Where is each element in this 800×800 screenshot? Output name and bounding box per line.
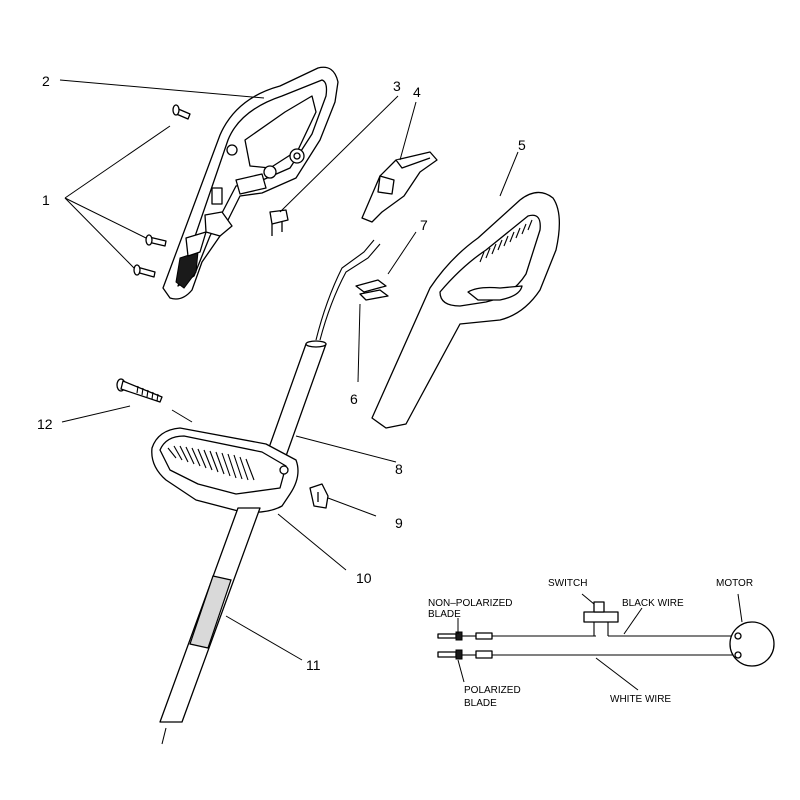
wiring-diagram: SWITCH MOTOR BLACK WIRE NON–POLARIZED BL… xyxy=(428,578,775,709)
callout-3: 3 xyxy=(393,78,401,94)
label-motor: MOTOR xyxy=(716,578,753,589)
handle-cover-ridges xyxy=(479,219,533,263)
motor-symbol xyxy=(729,621,775,667)
auxiliary-handle xyxy=(151,427,299,514)
callout-7: 7 xyxy=(420,217,428,233)
callout-4: 4 xyxy=(413,84,421,100)
label-black-wire: BLACK WIRE xyxy=(622,598,684,609)
screw-bottom xyxy=(133,264,156,278)
lower-tube xyxy=(159,507,261,745)
handle-cover xyxy=(371,191,560,429)
aux-handle-ridges xyxy=(167,445,255,481)
label-switch: SWITCH xyxy=(548,578,587,589)
callout-11: 11 xyxy=(306,657,321,673)
switch-pin xyxy=(269,209,289,236)
screw-middle xyxy=(145,234,167,247)
label-white-wire: WHITE WIRE xyxy=(610,694,671,705)
label-polarized-2: BLADE xyxy=(464,698,497,709)
leader-lines xyxy=(59,79,519,661)
label-polarized-1: POLARIZED xyxy=(464,685,521,696)
callout-9: 9 xyxy=(395,515,403,531)
label-non-polarized-2: BLADE xyxy=(428,609,461,620)
long-bolt xyxy=(116,378,163,403)
switch-symbol xyxy=(583,601,619,636)
screw-top xyxy=(172,104,191,120)
callout-2: 2 xyxy=(42,73,50,89)
trigger xyxy=(361,151,438,223)
callout-5: 5 xyxy=(518,137,526,153)
nut-clip xyxy=(309,483,329,509)
callout-12: 12 xyxy=(37,416,53,432)
callout-8: 8 xyxy=(395,461,403,477)
callout-labels: 1 2 3 4 5 6 7 8 9 10 11 12 xyxy=(37,73,526,673)
screws xyxy=(133,104,191,278)
label-non-polarized-1: NON–POLARIZED xyxy=(428,598,512,609)
internal-wires xyxy=(315,239,389,341)
callout-10: 10 xyxy=(356,570,372,586)
callout-6: 6 xyxy=(350,391,358,407)
callout-1: 1 xyxy=(42,192,50,208)
handle-housing-half xyxy=(162,66,339,300)
